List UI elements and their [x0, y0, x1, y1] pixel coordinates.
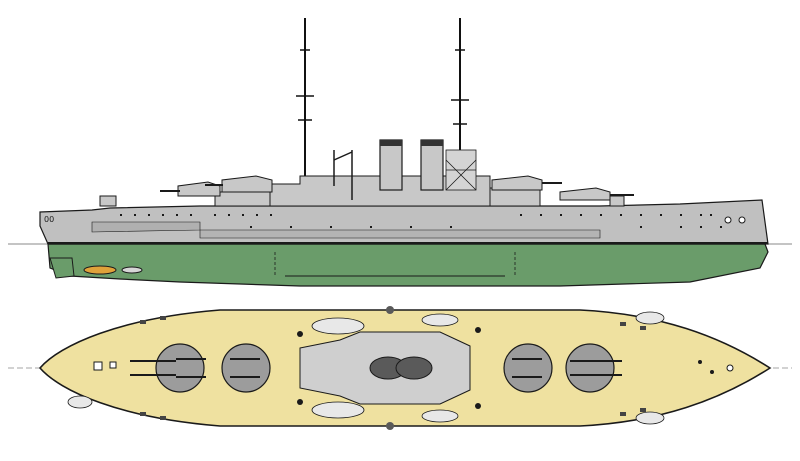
fore-deckhouse — [489, 187, 541, 207]
bow-marking: 00 — [44, 215, 54, 224]
side-turrets — [99, 175, 634, 207]
propeller-icon — [121, 266, 143, 274]
fore-funnel-cap — [421, 140, 443, 146]
casemate-belt-aft — [91, 221, 201, 233]
turret-plan — [130, 343, 206, 393]
side-profile-view: 00 — [8, 18, 792, 287]
hawse-hole-icon — [724, 216, 732, 224]
turret-side — [559, 187, 634, 201]
fore-funnel — [420, 139, 444, 191]
propeller-shaft-icon — [83, 265, 117, 275]
bollards — [140, 316, 646, 420]
boat-crane — [333, 150, 353, 200]
aft-funnel-cap — [380, 140, 402, 146]
turret-plan — [221, 343, 271, 393]
turret-plan — [565, 343, 622, 393]
deck-plan-view — [8, 306, 792, 430]
turret-side — [205, 175, 273, 193]
portholes — [120, 214, 722, 228]
turret-side — [491, 175, 562, 191]
deck-fittings — [93, 306, 734, 430]
turret-side — [609, 195, 625, 207]
aft-funnel — [379, 139, 403, 191]
casemate-belt — [199, 229, 601, 239]
hull-lower — [47, 243, 769, 287]
stern-rudder — [49, 257, 75, 279]
bridge-lattice — [445, 149, 477, 191]
fore-funnel-plan — [395, 356, 433, 380]
armor-belt-lines — [274, 252, 516, 276]
aft-deckhouse — [214, 191, 271, 207]
fore-mast — [296, 18, 314, 200]
plan-turrets — [130, 343, 622, 393]
turret-plan — [503, 343, 553, 393]
ship-boats — [67, 311, 665, 425]
turret-side — [99, 195, 117, 207]
hawse-hole-icon — [738, 216, 746, 224]
